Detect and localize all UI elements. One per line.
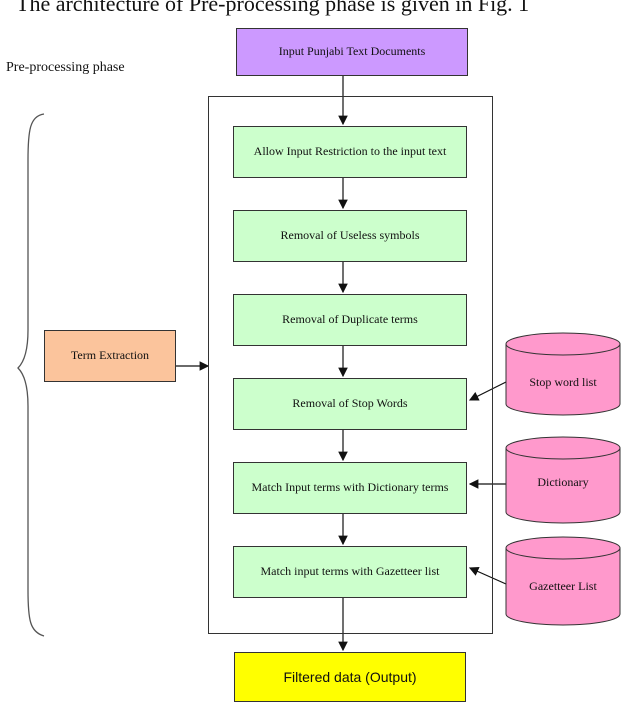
step-remove-useless-symbols: Removal of Useless symbols <box>233 210 467 262</box>
figure-caption: The architecture of Pre-processing phase… <box>16 0 530 16</box>
cylinder-dictionary <box>505 436 621 524</box>
stop-word-list-label: Stop word list <box>529 374 597 389</box>
phase-label: Pre-processing phase <box>6 60 125 75</box>
step-input-restriction: Allow Input Restriction to the input tex… <box>233 126 467 178</box>
input-node: Input Punjabi Text Documents <box>236 28 468 76</box>
curly-brace <box>17 113 45 637</box>
output-node: Filtered data (Output) <box>234 652 466 702</box>
step-remove-duplicates: Removal of Duplicate terms <box>233 294 467 346</box>
preprocessing-container <box>208 96 493 634</box>
cylinder-stop-word-list <box>505 332 621 416</box>
term-extraction-node: Term Extraction <box>44 330 176 382</box>
arrow-stopword-list <box>468 381 507 401</box>
gazetteer-list-label: Gazetteer List <box>529 578 597 593</box>
step-match-dictionary: Match Input terms with Dictionary terms <box>233 462 467 514</box>
step-match-gazetteer: Match input terms with Gazetteer list <box>233 546 467 598</box>
arrow-gazetteer-list <box>468 567 507 585</box>
cylinder-gazetteer-list <box>505 536 621 626</box>
dictionary-label: Dictionary <box>537 474 589 489</box>
step-remove-stop-words: Removal of Stop Words <box>233 378 467 430</box>
